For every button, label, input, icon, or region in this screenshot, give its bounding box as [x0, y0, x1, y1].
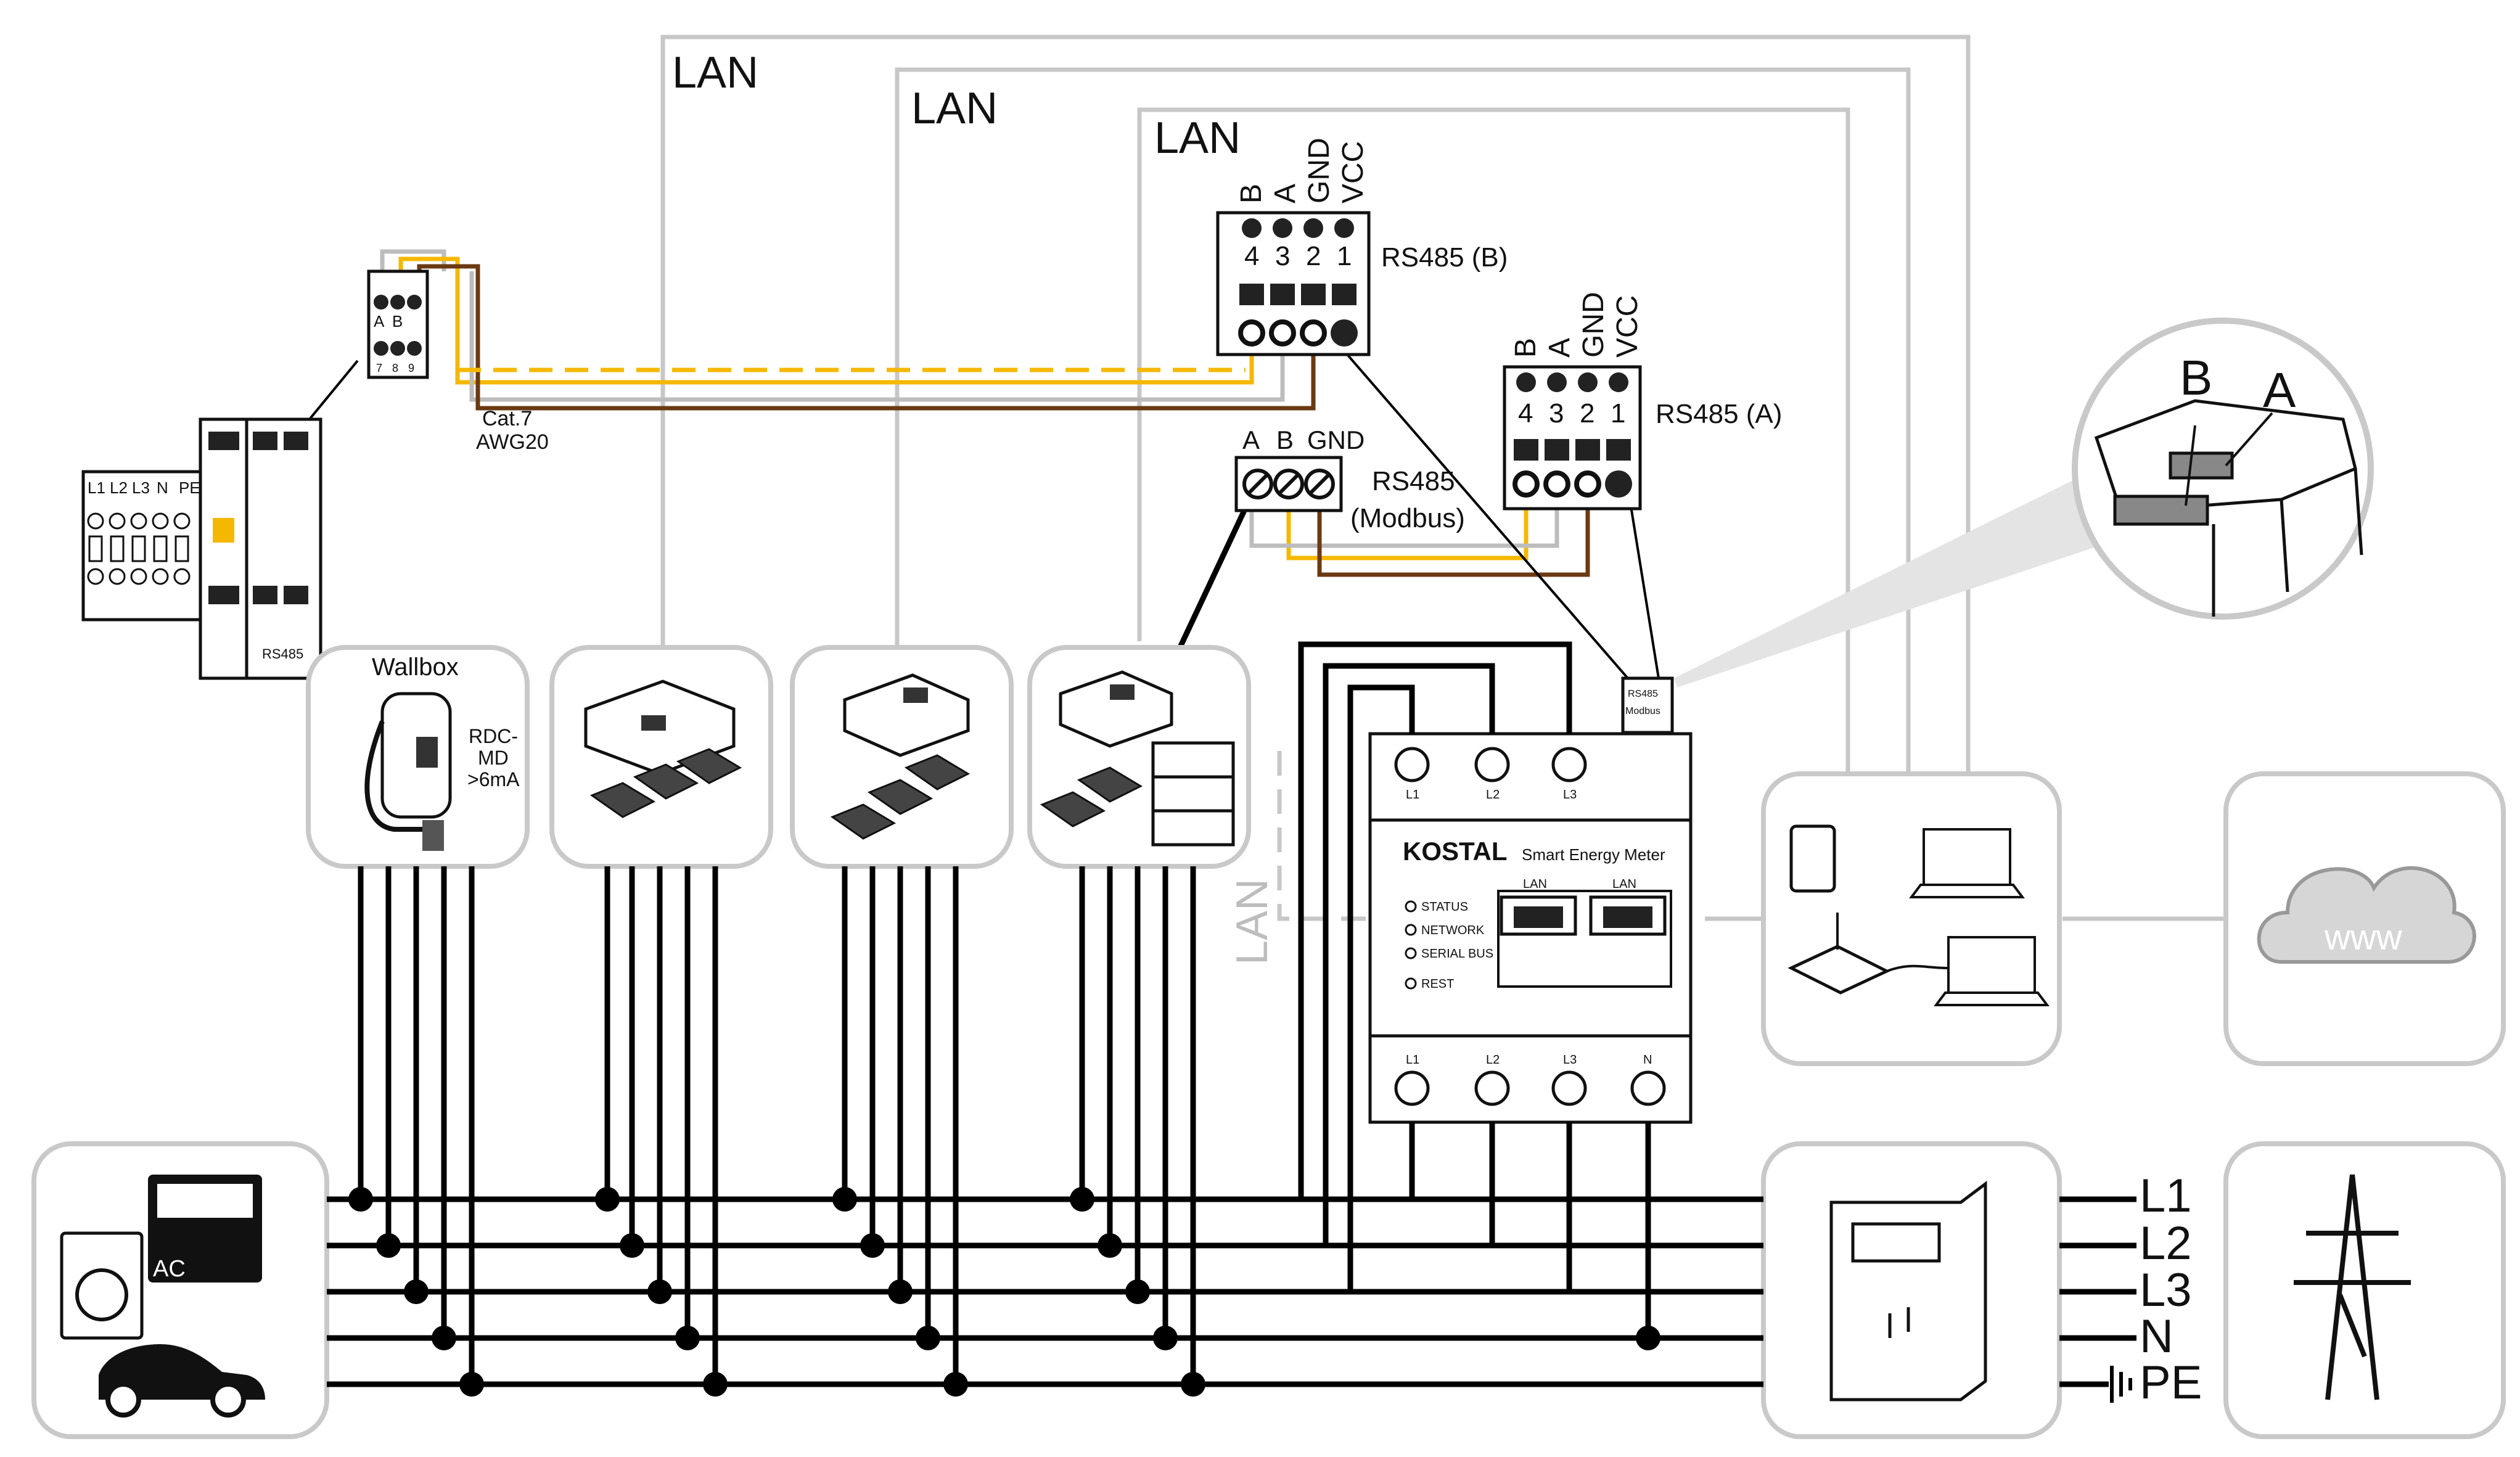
- grid-meter-box: [1761, 1141, 2062, 1439]
- rs485-b-num-3: 3: [1275, 241, 1290, 271]
- small-terminal-a: A: [374, 312, 385, 330]
- small-terminal-module: A B 7 8 9: [367, 269, 429, 379]
- rs485-a-num-2: 2: [1580, 398, 1594, 429]
- rs485-a-header-b: B: [1509, 338, 1542, 358]
- lan-cable-dashed: [1277, 751, 1474, 921]
- cable-gauge-label: AWG20: [476, 430, 549, 454]
- led-serial-bus: SERIAL BUS: [1421, 947, 1493, 961]
- rs485-b-num-4: 4: [1244, 241, 1259, 271]
- rs485-a-num-1: 1: [1611, 398, 1625, 429]
- small-terminal-b: B: [392, 312, 403, 330]
- meter-bottom-l2: L2: [1486, 1053, 1500, 1067]
- rs485-a-num-4: 4: [1518, 398, 1533, 429]
- meter-top-l3: L3: [1563, 788, 1577, 802]
- meter-top-l1: L1: [1406, 788, 1419, 802]
- led-network: NETWORK: [1421, 924, 1485, 937]
- zoom-callout: B A: [2072, 318, 2374, 620]
- rs485-b-terminal: B A GND VCC 4 3 2 1: [1216, 137, 1371, 356]
- lan-label-3: LAN: [1154, 113, 1241, 163]
- lan-cable-inverter1: [660, 35, 1971, 774]
- rs485-cable: [265, 249, 1660, 679]
- inverter-box-1: [549, 645, 773, 869]
- small-terminal-8: 8: [392, 362, 398, 374]
- rs485-a-header-vcc: VCC: [1611, 295, 1644, 358]
- meter-port-modbus: Modbus: [1625, 706, 1660, 716]
- zoom-label-b: B: [2180, 350, 2212, 405]
- breaker-label-l1: L1: [88, 478, 105, 497]
- led-status: STATUS: [1421, 900, 1468, 914]
- rs485-a-header-gnd: GND: [1577, 292, 1610, 358]
- power-grid-box: [2223, 1141, 2506, 1439]
- grid-label-pe: PE: [2140, 1356, 2202, 1409]
- smart-energy-meter: L1 L2 L3 KOSTAL Smart Energy Meter STATU…: [1368, 676, 1693, 1124]
- cloud-box: www: [2223, 771, 2506, 1066]
- meter-bottom-n: N: [1643, 1053, 1652, 1067]
- lan-label-2: LAN: [911, 84, 998, 133]
- breaker-label-pe: PE: [179, 478, 200, 497]
- cable-type-label: Cat.7: [482, 407, 532, 430]
- lan-cable-inverter3: [1137, 107, 1850, 774]
- meter-port-rs485: RS485: [1628, 689, 1658, 699]
- meter-port-lan-2: LAN: [1612, 877, 1636, 891]
- rs485-b-num-1: 1: [1337, 241, 1352, 271]
- network-devices-box: [1761, 771, 2062, 1066]
- rs485-b-num-2: 2: [1306, 241, 1321, 271]
- lan-cable-inverter2: [895, 67, 1911, 774]
- rs485-b-header-gnd: GND: [1303, 137, 1336, 203]
- lan-cables: [660, 35, 2226, 921]
- breaker-label-l2: L2: [110, 478, 128, 497]
- meter-bottom-l1: L1: [1406, 1053, 1419, 1067]
- power-bus: [327, 641, 2136, 1403]
- rs485-b-header-b: B: [1235, 184, 1268, 203]
- rs485-a-terminal: B A GND VCC 4 3 2 1: [1503, 292, 1644, 511]
- modbus-header-gnd: GND: [1307, 425, 1365, 454]
- zoom-label-a: A: [2263, 363, 2296, 417]
- www-label: www: [2324, 917, 2403, 958]
- consumers-box: AC: [31, 1141, 329, 1439]
- rs485-b-header-vcc: VCC: [1337, 141, 1369, 203]
- rdc-label-2: MD: [478, 747, 509, 769]
- ac-label: AC: [153, 1256, 186, 1282]
- inverter-box-2: [790, 645, 1014, 869]
- product-label: Smart Energy Meter: [1522, 845, 1665, 864]
- rs485-b-label: RS485 (B): [1381, 242, 1508, 273]
- lan-label-1: LAN: [672, 48, 758, 97]
- breaker-label-n: N: [157, 478, 168, 497]
- grid-label-l1: L1: [2140, 1170, 2192, 1222]
- rs485-a-header-a: A: [1543, 338, 1576, 358]
- grid-label-n: N: [2140, 1310, 2173, 1363]
- meter-bottom-l3: L3: [1563, 1053, 1577, 1067]
- rs485-b-header-a: A: [1269, 184, 1302, 203]
- rs485-a-label: RS485 (A): [1656, 399, 1782, 429]
- lan-label-dashed: LAN: [1228, 879, 1277, 965]
- rdc-label-1: RDC-: [469, 725, 518, 747]
- modbus-header-b: B: [1276, 425, 1294, 454]
- rs485-modbus-label-1: RS485: [1372, 466, 1455, 496]
- led-rest: REST: [1421, 977, 1454, 991]
- wallbox-box: Wallbox RDC- MD >6mA: [306, 645, 530, 869]
- grid-label-l3: L3: [2140, 1264, 2192, 1316]
- rs485-modbus-terminal: A B GND: [1234, 425, 1365, 512]
- small-terminal-9: 9: [408, 362, 414, 374]
- rs485-a-num-3: 3: [1549, 398, 1564, 429]
- wallbox-label: Wallbox: [372, 654, 459, 681]
- meter-port-lan-1: LAN: [1523, 877, 1547, 891]
- brand-label: KOSTAL: [1403, 837, 1508, 866]
- meter-top-l2: L2: [1486, 788, 1500, 802]
- rdc-label-3: >6mA: [467, 768, 520, 790]
- rs485-small-label: RS485: [262, 646, 303, 662]
- inverter-battery-box: [1027, 645, 1251, 869]
- rs485-modbus-label-2: (Modbus): [1350, 503, 1465, 533]
- zoom-beam: [1674, 469, 2109, 687]
- distribution-board: L1 L2 L3 N PE RS485: [81, 417, 322, 680]
- modbus-header-a: A: [1242, 425, 1260, 454]
- small-terminal-7: 7: [376, 362, 382, 374]
- grid-label-l2: L2: [2140, 1217, 2192, 1270]
- breaker-label-l3: L3: [132, 478, 150, 497]
